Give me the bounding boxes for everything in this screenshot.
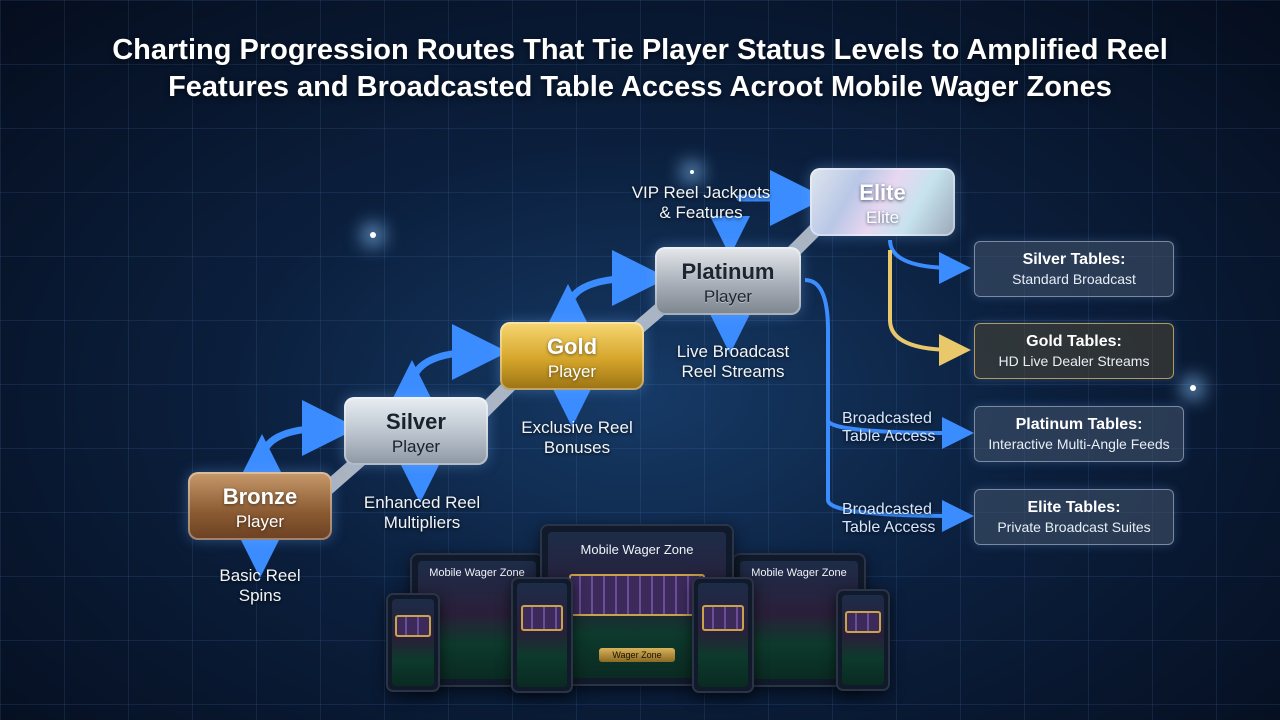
- tier-sub: Player: [703, 287, 753, 306]
- table-route: [888, 250, 971, 366]
- device-title: Mobile Wager Zone: [429, 567, 525, 579]
- tier-elite[interactable]: Elite Elite: [810, 168, 955, 236]
- tier-name: Gold: [546, 334, 598, 359]
- table-desc: Private Broadcast Suites: [997, 519, 1151, 535]
- table-desc: Standard Broadcast: [1012, 271, 1136, 287]
- tier-sub: Player: [547, 362, 597, 381]
- device-title: Mobile Wager Zone: [751, 567, 847, 579]
- broadcast-line: Broadcasted: [842, 501, 932, 518]
- phone: [692, 577, 754, 693]
- slot-reels: [845, 611, 881, 633]
- table-silver[interactable]: Silver Tables: Standard Broadcast: [974, 241, 1174, 297]
- feature-line: Exclusive Reel: [521, 418, 633, 437]
- table-route: [888, 239, 971, 284]
- upgrade-arrow: [383, 324, 508, 417]
- tier-name: Bronze: [222, 484, 298, 509]
- feature-label-platinum: Live Broadcast Reel Streams: [653, 342, 813, 382]
- tier-sub: Elite: [865, 208, 900, 227]
- tier-name: Platinum: [681, 259, 775, 284]
- broadcast-line: Broadcasted: [842, 410, 932, 427]
- slot-reels: [568, 574, 706, 616]
- tier-bronze[interactable]: Bronze Player: [188, 472, 332, 540]
- tier-platinum[interactable]: Platinum Player: [655, 247, 801, 315]
- broadcast-line: Table Access: [842, 428, 936, 445]
- feature-label-elite: VIP Reel Jackpots & Features: [616, 183, 786, 223]
- tier-sub: Player: [235, 512, 285, 531]
- table-gold[interactable]: Gold Tables: HD Live Dealer Streams: [974, 323, 1174, 379]
- feature-line: Reel Streams: [681, 362, 785, 381]
- tier-gold[interactable]: Gold Player: [500, 322, 644, 390]
- slot-reels: [521, 605, 563, 631]
- phone: [511, 577, 573, 693]
- slot-reels: [702, 605, 744, 631]
- tier-name: Silver: [386, 409, 446, 434]
- feature-line: Bonuses: [543, 438, 611, 457]
- upgrade-arrow: [233, 400, 358, 491]
- tier-name: Elite: [859, 180, 906, 205]
- phone: [386, 593, 440, 692]
- table-elite[interactable]: Elite Tables: Private Broadcast Suites: [974, 489, 1174, 545]
- feature-line: Live Broadcast: [676, 342, 790, 361]
- table-name: Elite Tables:: [1027, 499, 1121, 516]
- table-desc: Interactive Multi-Angle Feeds: [988, 436, 1170, 452]
- feature-line: & Features: [659, 203, 743, 222]
- upgrade-arrow: [539, 250, 668, 341]
- tier-silver[interactable]: Silver Player: [344, 397, 488, 465]
- table-name: Platinum Tables:: [1015, 416, 1143, 433]
- feature-line: VIP Reel Jackpots: [631, 183, 771, 202]
- phone: [836, 589, 890, 691]
- feature-line: Enhanced Reel: [363, 493, 481, 512]
- light-flare: [370, 232, 376, 238]
- feature-label-bronze: Basic Reel Spins: [190, 566, 330, 606]
- title-line-2: Features and Broadcasted Table Access Ac…: [168, 71, 1112, 103]
- wager-button[interactable]: Wager Zone: [599, 648, 675, 662]
- feature-label-gold: Exclusive Reel Bonuses: [497, 418, 657, 458]
- slot-reels: [395, 615, 431, 637]
- feature-line: Multipliers: [383, 513, 461, 532]
- broadcast-label: Broadcasted Table Access: [842, 410, 935, 446]
- page-title: Charting Progression Routes That Tie Pla…: [0, 32, 1280, 106]
- table-route: [826, 420, 974, 532]
- light-flare: [690, 170, 694, 174]
- feature-line: Basic Reel: [219, 566, 301, 585]
- table-name: Gold Tables:: [1026, 333, 1122, 350]
- broadcast-line: Table Access: [842, 519, 936, 536]
- device-title: Mobile Wager Zone: [580, 542, 694, 557]
- feature-label-silver: Enhanced Reel Multipliers: [342, 493, 502, 533]
- light-flare: [1190, 385, 1196, 391]
- table-name: Silver Tables:: [1022, 251, 1126, 268]
- table-platinum[interactable]: Platinum Tables: Interactive Multi-Angle…: [974, 406, 1184, 462]
- broadcast-label: Broadcasted Table Access: [842, 501, 935, 537]
- table-desc: HD Live Dealer Streams: [998, 353, 1150, 369]
- title-line-1: Charting Progression Routes That Tie Pla…: [112, 34, 1168, 66]
- tier-sub: Player: [391, 437, 441, 456]
- feature-line: Spins: [238, 586, 282, 605]
